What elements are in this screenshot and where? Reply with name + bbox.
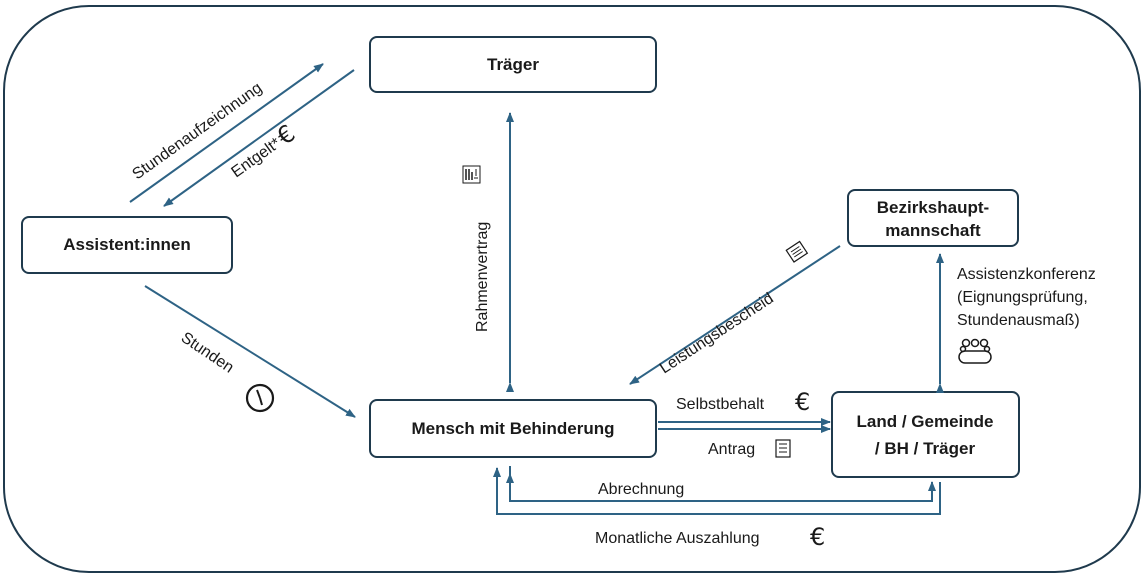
label-auszahlung: Monatliche Auszahlung [595, 530, 760, 547]
outer-frame [3, 5, 1141, 573]
chart-icon [462, 165, 481, 184]
node-bezirk-label-1: Bezirkshaupt- [877, 198, 989, 217]
node-land-label-2: / BH / Träger [875, 439, 976, 458]
clock-icon [245, 383, 275, 413]
node-bezirkshauptmannschaft: Bezirkshaupt- mannschaft [847, 189, 1019, 247]
label-stunden: Stunden [178, 329, 237, 376]
label-assistenzkonferenz-3: Stundenausmaß) [957, 312, 1080, 329]
node-assistent-label: Assistent:innen [63, 235, 191, 254]
arrow-entgelt [163, 69, 355, 207]
node-traeger: Träger [369, 36, 657, 93]
document-icon [785, 240, 809, 263]
arrow-auszahlung [493, 467, 941, 515]
node-mensch: Mensch mit Behinderung [369, 399, 657, 458]
node-land-label-1: Land / Gemeinde [857, 412, 994, 431]
node-traeger-label: Träger [487, 55, 539, 74]
node-land: Land / Gemeinde / BH / Träger [831, 391, 1020, 478]
arrow-stunden [144, 285, 356, 418]
label-selbstbehalt: Selbstbehalt [676, 396, 765, 413]
euro-icon: € [810, 523, 825, 551]
node-mensch-label: Mensch mit Behinderung [411, 419, 614, 438]
label-entgelt: Entgelt* [228, 135, 284, 181]
node-bezirk-label-2: mannschaft [885, 221, 981, 240]
label-assistenzkonferenz-1: Assistenzkonferenz [957, 266, 1096, 283]
list-icon [775, 439, 791, 458]
label-leistungsbescheid: Leistungsbescheid [657, 290, 777, 377]
euro-icon: € [795, 388, 810, 416]
label-antrag: Antrag [708, 441, 755, 458]
label-rahmenvertrag: Rahmenvertrag [474, 222, 491, 332]
meeting-icon [958, 338, 992, 364]
label-entgelt-group: Entgelt* € [228, 119, 300, 181]
node-assistent: Assistent:innen [21, 216, 233, 274]
label-assistenzkonferenz-2: (Eignungsprüfung, [957, 289, 1088, 306]
label-abrechnung: Abrechnung [598, 481, 684, 498]
arrow-leistungsbescheid [629, 245, 841, 385]
arrow-stundenaufzeichnung [129, 63, 324, 203]
